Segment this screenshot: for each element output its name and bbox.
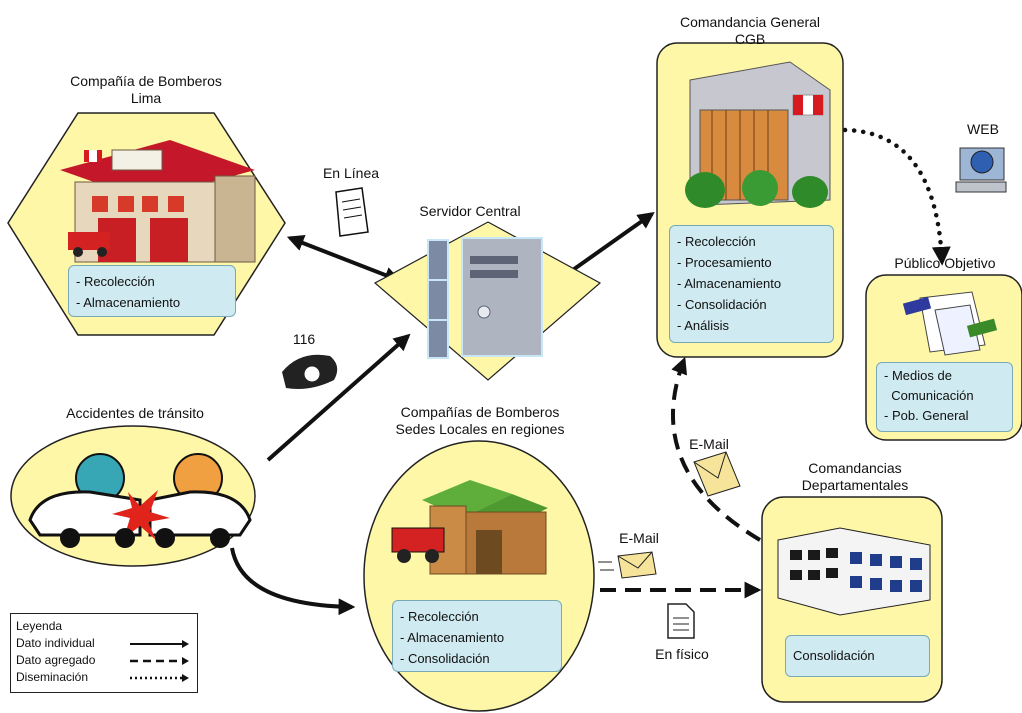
legend-label: Diseminación: [16, 670, 89, 684]
legend-row-solid: Dato individual: [16, 635, 192, 652]
legend-row-dotted: Diseminación: [16, 669, 192, 686]
edge-cgb-publico: [842, 127, 951, 266]
legend-title: Leyenda: [16, 619, 63, 633]
en-fisico-label: En físico: [655, 646, 709, 662]
legend: Leyenda Dato individual Dato agregado Di…: [10, 613, 198, 693]
publico-function-box: - Medios de Comunicación - Pob. General: [876, 362, 1013, 432]
envelope-icon: [693, 451, 741, 497]
cgb-function-box: - Recolección - Procesamiento - Almacena…: [669, 225, 834, 343]
en-linea-label: En Línea: [322, 165, 380, 181]
lima-title-line: Compañía de Bomberos: [70, 73, 222, 89]
binary-document-icon: [335, 187, 369, 237]
cgb-item: - Almacenamiento: [677, 276, 782, 291]
legend-label: Dato agregado: [16, 653, 96, 667]
publico-title: Público Objetivo: [894, 255, 996, 271]
telephone-icon: [282, 354, 338, 389]
envelope-icon: [598, 551, 657, 579]
cgb-title-line: Comandancia General: [679, 14, 821, 30]
web-label: WEB: [967, 121, 999, 137]
departamentales-title-line: Comandancias: [808, 460, 902, 476]
publico-item: - Medios de: [884, 368, 952, 383]
edge-lima-server: [286, 235, 402, 283]
departamentales-subtitle-line: Departamentales: [801, 477, 909, 493]
cgb-item: - Análisis: [677, 318, 730, 333]
legend-row-dashed: Dato agregado: [16, 652, 192, 669]
lima-function-box: - Recolección - Almacenamiento: [68, 265, 236, 317]
phone-number-label: 116: [292, 331, 316, 347]
email-label: E-Mail: [619, 530, 659, 546]
server-title: Servidor Central: [419, 203, 521, 219]
publico-item: Comunicación: [884, 388, 974, 403]
documents-icon: [902, 291, 998, 356]
cgb-item: - Recolección: [677, 234, 756, 249]
sedes-title: Compañías de Bomberos Sedes Locales en r…: [370, 404, 590, 438]
cgb-subtitle-line: CGB: [734, 31, 766, 47]
car-accident-icon: [28, 453, 252, 548]
sedes-item: - Consolidación: [400, 651, 490, 666]
lima-item: - Recolección: [76, 274, 155, 289]
dotted-line-sample: [130, 674, 189, 682]
local-station-icon: [391, 480, 548, 575]
cgb-title: Comandancia General CGB: [660, 14, 840, 48]
lima-subtitle-line: Lima: [130, 90, 162, 106]
sedes-subtitle-line: Sedes Locales en regiones: [395, 421, 565, 437]
cgb-item: - Procesamiento: [677, 255, 772, 270]
edge-accidentes-sedes: [230, 547, 356, 616]
solid-line-sample: [130, 640, 189, 648]
sedes-item: - Recolección: [400, 609, 479, 624]
publico-item: - Pob. General: [884, 408, 969, 423]
paper-document-icon: [667, 603, 695, 639]
lima-title: Compañía de Bomberos Lima: [56, 73, 236, 107]
cgb-item: - Consolidación: [677, 297, 767, 312]
web-computer-icon: [955, 147, 1007, 193]
departamentales-function-box: Consolidación: [785, 635, 930, 677]
edge-accidentes-server: [266, 333, 411, 462]
sedes-title-line: Compañías de Bomberos: [400, 404, 560, 420]
fire-station-icon: [60, 140, 256, 263]
edge-departamentales-cgb: [671, 356, 762, 542]
lima-item: - Almacenamiento: [76, 295, 181, 310]
departamentales-title: Comandancias Departamentales: [770, 460, 940, 494]
dashed-line-sample: [130, 657, 189, 665]
sedes-function-box: - Recolección - Almacenamiento - Consoli…: [392, 600, 562, 672]
accidentes-title: Accidentes de tránsito: [66, 405, 204, 421]
departamentales-item: Consolidación: [793, 648, 875, 663]
email-label: E-Mail: [689, 436, 729, 452]
office-building-icon: [777, 527, 931, 616]
server-icon: [427, 237, 543, 359]
legend-label: Dato individual: [16, 636, 95, 650]
building-icon: [685, 61, 831, 208]
sedes-item: - Almacenamiento: [400, 630, 505, 645]
